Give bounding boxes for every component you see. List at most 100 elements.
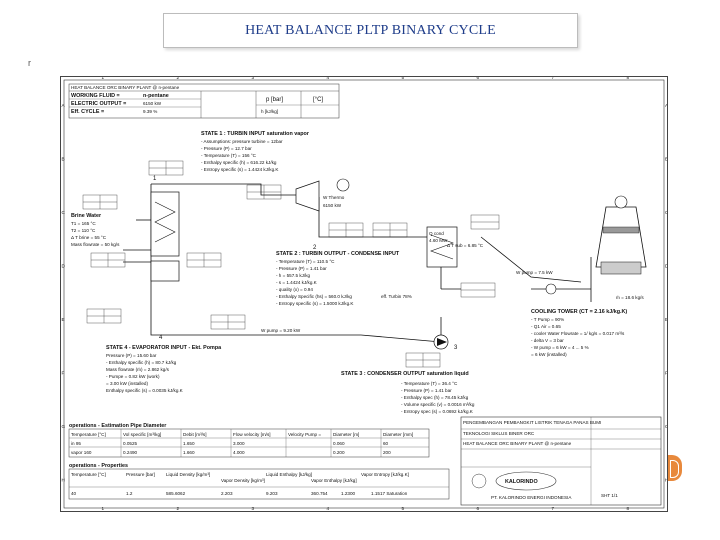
eff-value: 9.39 %	[143, 109, 157, 114]
pipe-header: Flow velocity [m/s]	[233, 432, 271, 437]
ct-line: - delta V = 3 bar	[531, 338, 564, 343]
cooling-tower-icon	[595, 195, 647, 275]
condenser-dt: Δ T sub = 6.85 °C	[447, 243, 484, 248]
props-cell: 1.2300	[341, 491, 355, 496]
state4-block: STATE 4 - EVAPORATOR INPUT - Ekt. Pompa …	[106, 345, 222, 393]
state2-note: eff. Turbin 78%	[381, 294, 412, 299]
grid-row-label: F	[62, 370, 65, 375]
turbine-icon: W Thermo 6150 kW	[295, 180, 345, 212]
cooling-tower-block: COOLING TOWER (CT = 2.16 kJ/kg.K) - T Pu…	[531, 309, 627, 357]
state2-line: - s = 1.4424 kJ/kg.K	[276, 280, 318, 285]
ct-mass: ṁ = 18.6 kg/s	[616, 295, 644, 300]
pipe-table-title: operations - Estimation Pipe Diameter	[69, 423, 167, 429]
pump-label: W pump = 9.20 kW	[261, 328, 301, 333]
pipe-cell: 0.060	[333, 441, 345, 446]
state3-line: - Enthalpy spec (h) = 78.45 kJ/kg	[401, 395, 469, 400]
tb-line: TEKNOLOGI SIKLUS BINER ORC	[463, 431, 535, 436]
tb-sub: PT. KALORINDO ENERGI INDONESIA	[491, 495, 572, 500]
ct-flow: W pump = 7.5 kW	[516, 270, 553, 275]
state2-line: - Enthalpy Specific (hs) = 560.0 kJ/kg	[276, 294, 352, 299]
grid-row-label: C	[62, 210, 66, 215]
slide-title-box: HEAT BALANCE PLTP BINARY CYCLE	[163, 13, 578, 48]
grid-col-label: 2	[177, 77, 180, 80]
state1-line: - Pressure (P) = 12.7 bar	[201, 146, 252, 151]
pump-icon: W pump = 9.20 kW	[261, 328, 449, 350]
state1-line: - Assumptions: pressure turbine = 12bar	[201, 139, 283, 144]
state2-line: - Temperature (T) = 110.5 °C	[276, 259, 335, 264]
pipe-cell: 200	[383, 450, 391, 455]
grid-row-label: D	[665, 263, 667, 268]
state3-line: - Entropy spec (s) = 0.0692 kJ/kg.K	[401, 409, 474, 414]
tb-project: HEAT BALANCE ORC BINARY PLANT @ n-pentan…	[463, 441, 572, 446]
props-cell: 1.2	[126, 491, 133, 496]
grid-row-label: H	[62, 477, 65, 482]
pipe-diameter-table: operations - Estimation Pipe Diameter Te…	[68, 423, 430, 458]
pipe-cell: 60	[383, 441, 389, 446]
generator-icon	[336, 178, 350, 192]
props-header: Vapor Entropy [kJ/kg.K]	[361, 472, 409, 477]
state2-title: STATE 2 : TURBIN OUTPUT - CONDENSE INPUT	[276, 251, 400, 257]
turbine-label: W Thermo	[323, 195, 345, 200]
tb-line: PENGEMBANGAN PEMBANGKIT LISTRIK TENAGA P…	[463, 420, 601, 425]
state2-line: - Entropy specific (s) = 1.5000 kJ/kg.K	[276, 301, 354, 306]
grid-col-label: 1	[102, 506, 105, 511]
props-cell: 1.1517 Saturation	[371, 491, 408, 496]
condenser-icon: Q cond 4.60 MW Δ T sub = 6.85 °C	[426, 226, 484, 268]
pipe-header: Temperature [°C]	[71, 432, 106, 437]
ct-line: - Q1 Air = 0.65	[531, 324, 561, 329]
tb-sheet: SHT 1/1	[601, 493, 618, 498]
grid-col-label: 7	[552, 506, 555, 511]
grid-col-label: 1	[102, 77, 105, 80]
state-point-2: 2	[313, 245, 317, 251]
condenser-value: 4.60 MW	[429, 238, 448, 243]
slide-edge-ornament	[668, 455, 682, 481]
grid-col-label: 3	[252, 506, 255, 511]
state2-block: STATE 2 : TURBIN OUTPUT - CONDENSE INPUT…	[276, 251, 412, 306]
eo-value: 6150 kW	[143, 101, 162, 106]
grid-col-label: 5	[402, 506, 405, 511]
brine-title: Brine Water	[71, 213, 102, 219]
tb-company: KALORINDO	[505, 479, 538, 485]
grid-row-label: B	[62, 156, 65, 161]
ct-title: COOLING TOWER (CT = 2.16 kJ/kg.K)	[531, 309, 627, 315]
state4-line: - Pumpe = 0.82 kW (work)	[106, 374, 160, 379]
t-label: [°C]	[313, 97, 323, 103]
properties-table: operations - Properties Temperature [°C]…	[68, 463, 450, 500]
props-header: Temperature [°C]	[71, 472, 106, 477]
state1-block: STATE 1 : TURBIN INPUT saturation vapor …	[201, 131, 310, 172]
ct-line: = 6 kW (installed)	[531, 352, 567, 357]
title-block: PENGEMBANGAN PEMBANGKIT LISTRIK TENAGA P…	[460, 416, 662, 506]
state2-line: - Pressure (P) = 1.41 bar	[276, 266, 327, 271]
props-cell: 9.203	[266, 491, 278, 496]
header-block: HEAT BALANCE ORC BINARY PLANT @ n-pentan…	[68, 83, 340, 119]
bullet-mark: r	[28, 58, 31, 68]
state-point-3: 3	[454, 345, 458, 351]
state1-line: - Entropy specific (s) = 1.4424 kJ/kg.K	[201, 167, 279, 172]
ct-line: - T Pump = 90%	[531, 317, 564, 322]
pipe-header: Diameter [m]	[333, 432, 359, 437]
grid-col-label: 7	[552, 77, 555, 80]
brine-line: T1 = 165 °C	[71, 221, 96, 226]
state2-line: - quality (x) = 0.94	[276, 287, 313, 292]
state-point-4: 4	[159, 335, 163, 341]
props-cell: 2.203	[221, 491, 233, 496]
state4-title: STATE 4 - EVAPORATOR INPUT - Ekt. Pompa	[106, 345, 222, 351]
state2-line: - h = 557.5 kJ/kg	[276, 273, 311, 278]
pipe-header: Vol specific [m³/kg]	[123, 432, 161, 437]
grid-col-label: 2	[177, 506, 180, 511]
pipe-cell: 1.660	[183, 450, 195, 455]
state1-line: - Temperature (T) = 156 °C	[201, 153, 257, 158]
grid-row-label: F	[665, 370, 667, 375]
grid-col-label: 6	[477, 77, 480, 80]
p-label: p [bar]	[266, 97, 283, 103]
state-point-1: 1	[153, 176, 157, 182]
props-table-title: operations - Properties	[69, 463, 128, 469]
pipe-cell: vapor 160	[71, 450, 92, 455]
state4-line: = 3.00 kW (installed)	[106, 381, 148, 386]
cooling-pump-icon	[545, 283, 557, 295]
state3-title: STATE 3 : CONDENSER OUTPUT saturation li…	[341, 371, 469, 377]
grid-row-label: A	[665, 103, 667, 108]
process-piping	[123, 183, 592, 343]
grid-col-label: 8	[627, 77, 630, 80]
